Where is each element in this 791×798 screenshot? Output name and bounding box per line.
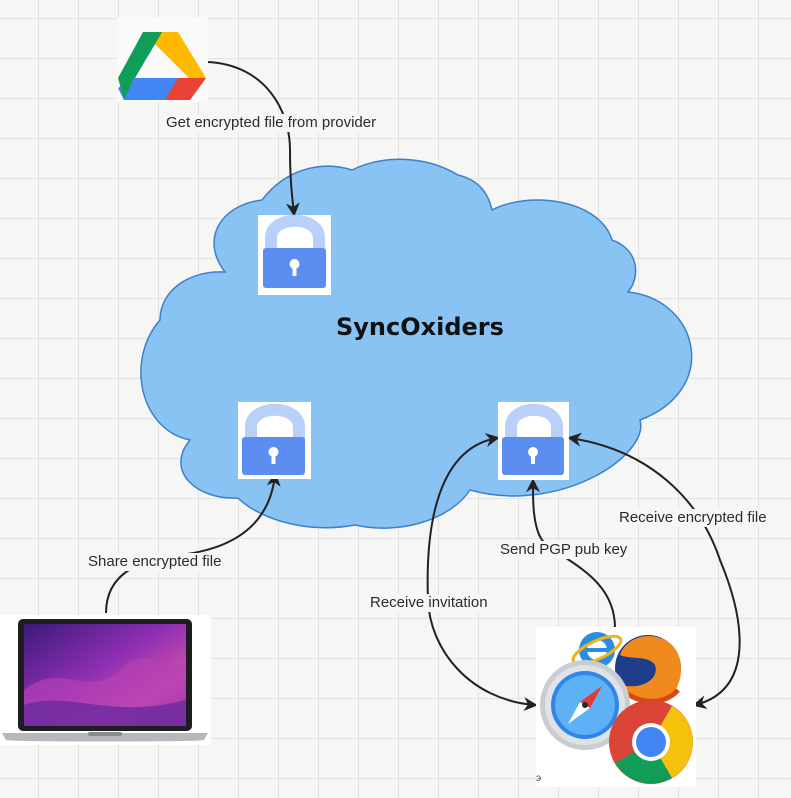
edge-label-pgp: Send PGP pub key <box>498 541 630 559</box>
lock-icon-left <box>238 402 311 479</box>
diagram-title: SyncOxiders <box>336 313 504 341</box>
chrome-icon <box>609 700 693 784</box>
safari-icon <box>540 660 630 750</box>
edge-label-provider: Get encrypted file from provider <box>164 114 379 132</box>
footnote-glyph: э <box>536 773 542 784</box>
cloud-shape <box>140 158 693 529</box>
browsers-icon-group <box>536 627 696 787</box>
edge-provider-to-cloud <box>207 61 300 217</box>
lock-icon-right <box>498 402 569 480</box>
laptop-icon <box>0 615 211 745</box>
internet-explorer-icon <box>571 632 623 668</box>
edge-label-invitation: Receive invitation <box>368 594 490 612</box>
edge-label-receive-file: Receive encrypted file <box>617 509 769 527</box>
edge-cloud-to-browser-file <box>567 432 741 710</box>
lock-icon-top <box>258 214 331 295</box>
edge-label-share: Share encrypted file <box>86 553 224 571</box>
google-drive-icon <box>117 17 208 102</box>
firefox-icon <box>615 635 682 704</box>
